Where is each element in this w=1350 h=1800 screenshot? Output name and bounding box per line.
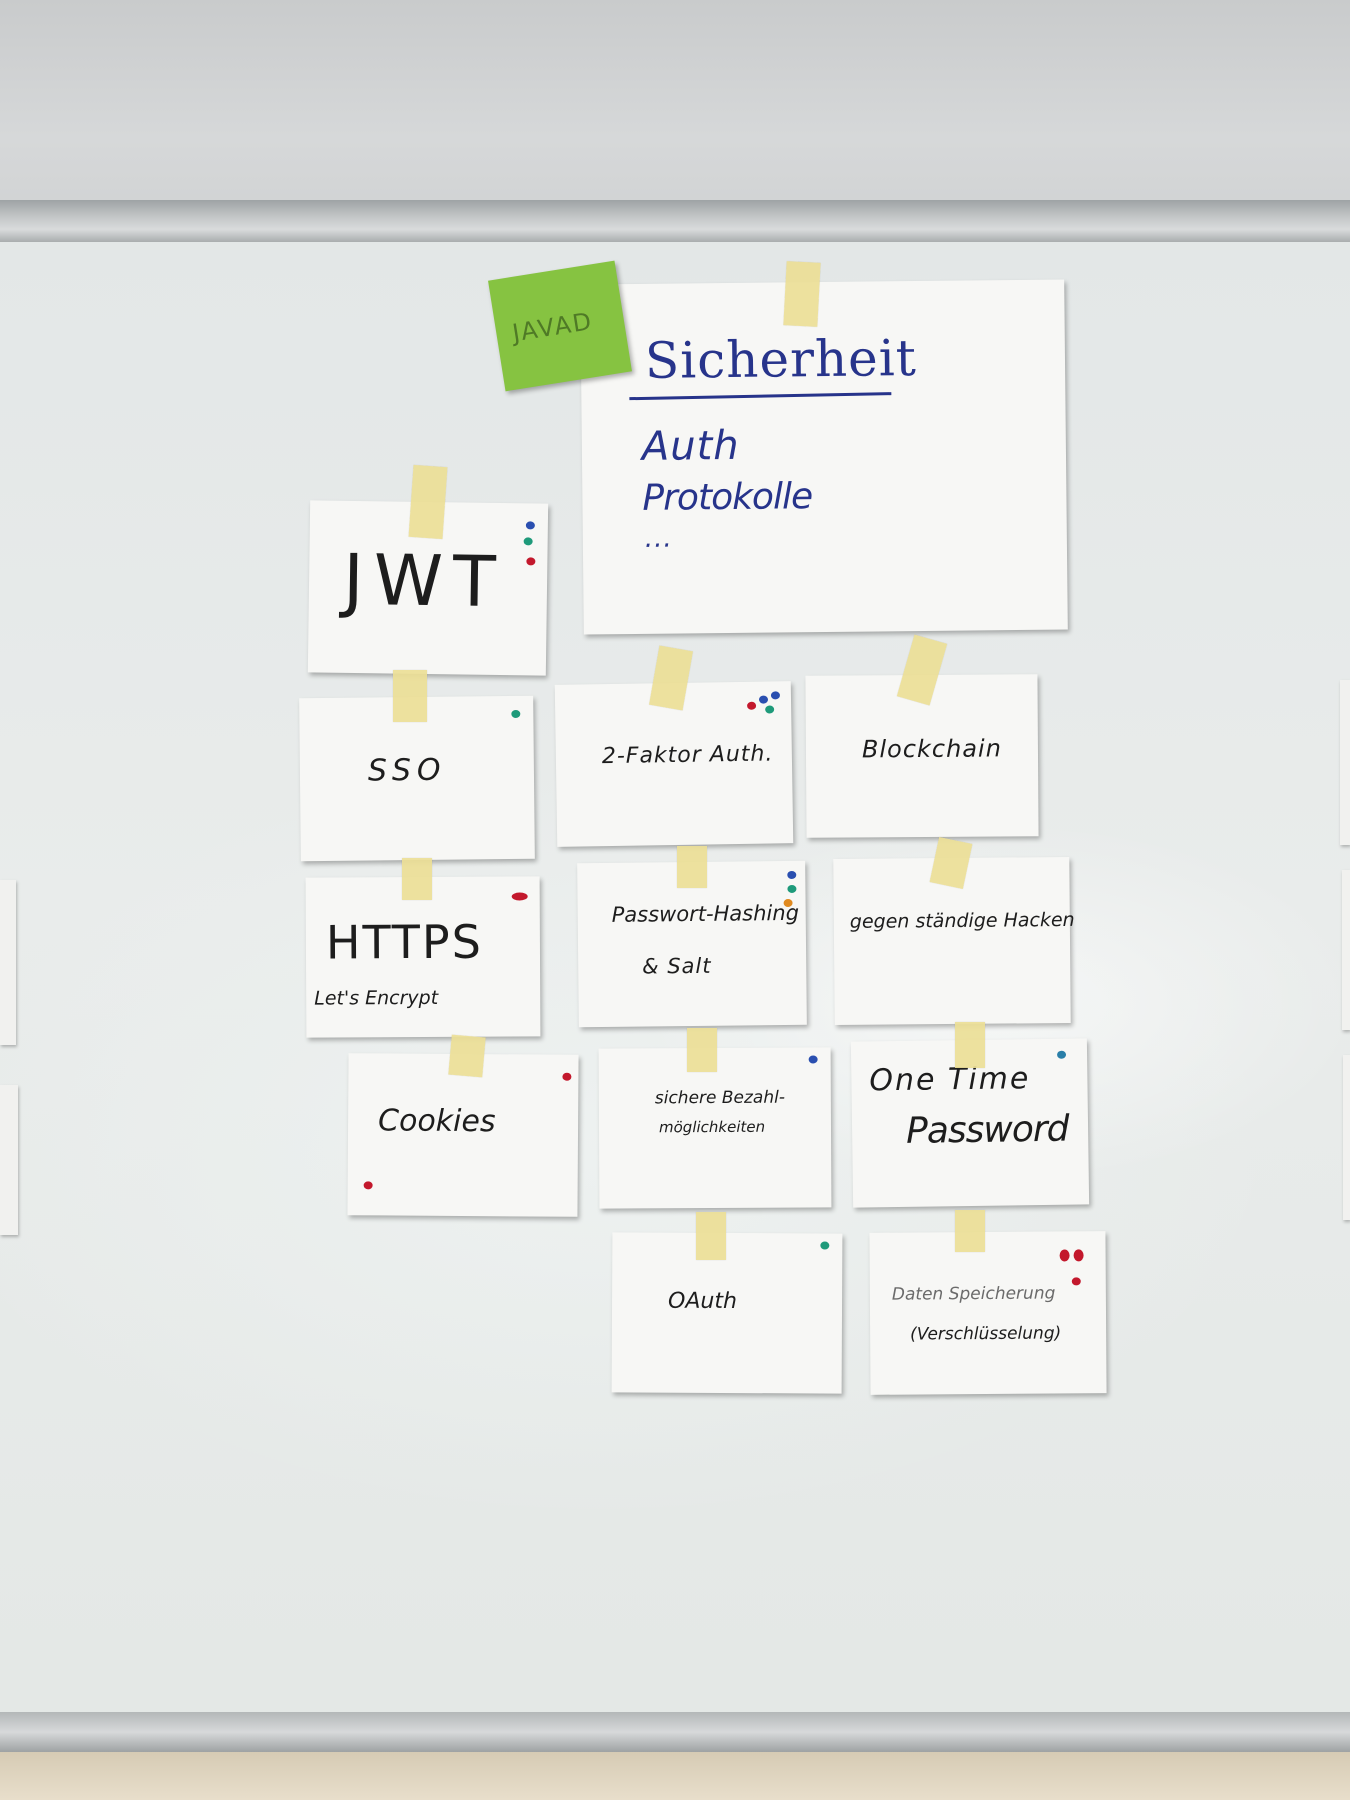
tape <box>677 846 707 888</box>
dot <box>770 691 780 700</box>
tape <box>783 261 821 327</box>
sheet-line-protokolle: Protokolle <box>642 476 813 519</box>
card-oauth: OAuth <box>611 1232 843 1394</box>
edge-card-right <box>1342 870 1350 1030</box>
card-sso-label: SSO <box>367 752 447 789</box>
card-storage-label-1: Daten Speicherung <box>891 1283 1056 1305</box>
card-otp-label-1: One Time <box>869 1061 1031 1099</box>
tape <box>393 670 427 722</box>
card-gegen-hacken-label: gegen ständige Hacken <box>849 908 1075 933</box>
edge-card-right <box>1343 1055 1350 1220</box>
card-two-factor-label: 2-Faktor Auth. <box>601 741 774 770</box>
card-password-hashing-label-2: & Salt <box>642 953 712 979</box>
dot <box>511 709 521 719</box>
main-topic-sheet: Sicherheit Auth Protokolle ... <box>580 279 1068 635</box>
card-data-storage: Daten Speicherung (Verschlüsselung) <box>869 1231 1107 1395</box>
dot <box>526 557 536 566</box>
dot <box>758 695 769 704</box>
floor <box>0 1752 1350 1800</box>
tape <box>448 1034 486 1078</box>
sticky-note-label: JAVAD <box>510 306 596 348</box>
sheet-line-ellipsis: ... <box>644 523 673 554</box>
dot <box>511 892 528 901</box>
dot <box>363 1181 373 1190</box>
card-jwt-label: JWT <box>342 538 507 624</box>
edge-card-right <box>1340 680 1350 845</box>
title-underline <box>629 392 892 401</box>
card-blockchain-label: Blockchain <box>861 734 1002 764</box>
sticky-note-javad: JAVAD <box>488 260 632 392</box>
card-oauth-label: OAuth <box>667 1288 738 1315</box>
dot <box>820 1241 830 1250</box>
whiteboard-top-frame <box>0 200 1350 242</box>
dot <box>525 521 535 530</box>
dot <box>787 884 797 893</box>
tape <box>408 464 448 540</box>
card-cookies: Cookies <box>347 1053 579 1217</box>
card-payment-label-2: möglichkeiten <box>658 1117 766 1137</box>
sheet-title: Sicherheit <box>644 329 918 390</box>
dot <box>1073 1249 1084 1262</box>
tape <box>696 1212 726 1260</box>
dot <box>808 1055 818 1064</box>
card-payment-label-1: sichere Bezahl- <box>654 1087 786 1109</box>
card-storage-label-2: (Verschlüsselung) <box>910 1323 1062 1345</box>
dot <box>1057 1050 1067 1059</box>
edge-card-left <box>0 1085 18 1235</box>
tape <box>955 1022 985 1068</box>
tape <box>955 1210 985 1252</box>
dot <box>783 898 793 908</box>
dot <box>562 1072 572 1081</box>
whiteboard-bottom-frame <box>0 1712 1350 1752</box>
card-https: HTTPS Let's Encrypt <box>305 876 541 1038</box>
card-https-label: HTTPS <box>325 914 483 970</box>
dot <box>747 701 757 710</box>
dot <box>787 870 797 879</box>
tape <box>687 1028 717 1072</box>
card-password-hashing-label-1: Passwort-Hashing <box>611 900 800 927</box>
card-otp-label-2: Password <box>905 1108 1069 1152</box>
dot <box>1071 1277 1081 1286</box>
edge-card-left <box>0 880 16 1045</box>
card-lets-encrypt-label: Let's Encrypt <box>314 986 439 1010</box>
wall <box>0 0 1350 230</box>
card-cookies-label: Cookies <box>377 1103 496 1140</box>
tape <box>402 858 432 900</box>
dot <box>523 537 533 546</box>
sheet-line-auth: Auth <box>641 422 740 470</box>
dot <box>1059 1249 1070 1262</box>
dot <box>765 705 775 714</box>
